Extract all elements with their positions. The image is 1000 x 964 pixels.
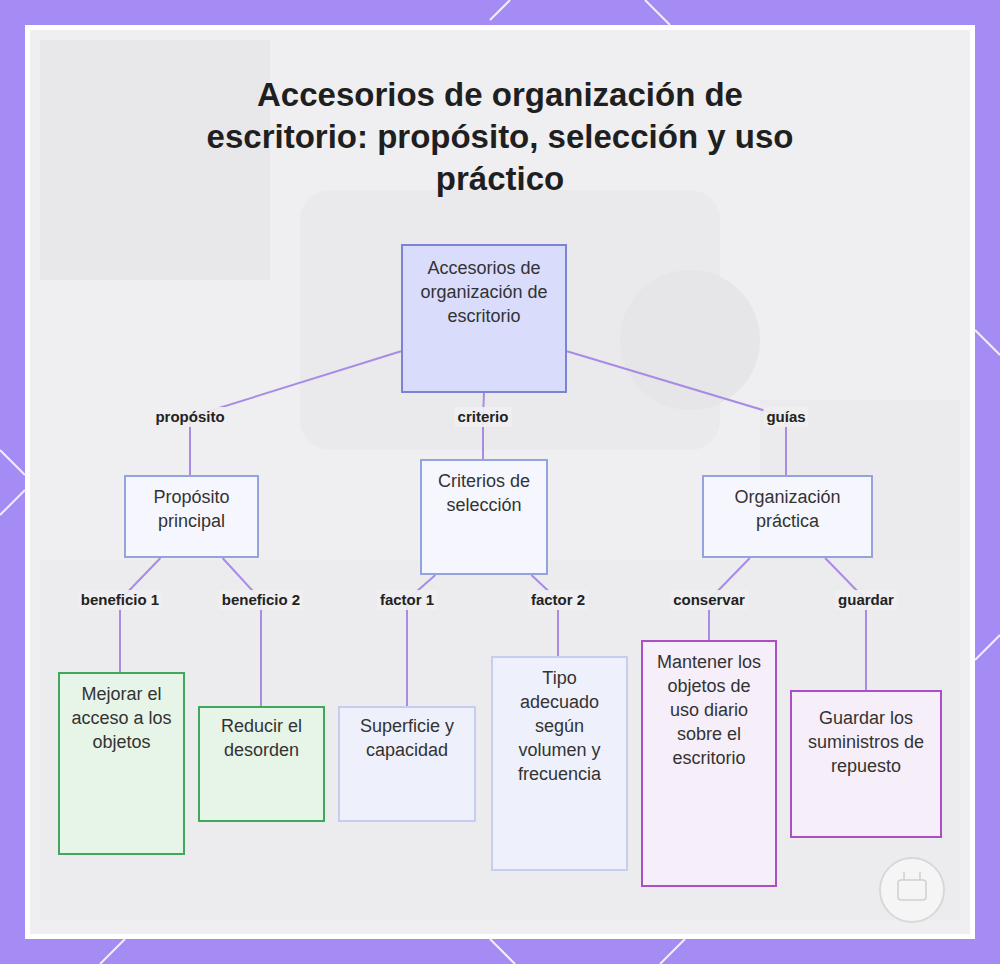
detail-box: Mejorar el acceso a los objetos (58, 672, 185, 855)
detail-box: Tipo adecuado según volumen y frecuencia (491, 656, 628, 871)
node-text: Reducir el desorden (208, 714, 315, 762)
panel-border (25, 25, 975, 939)
node-text: Accesorios de organización de escritorio (415, 256, 553, 328)
node-text: Criterios de selección (432, 469, 536, 517)
root-box: Accesorios de organización de escritorio (401, 244, 567, 393)
title-text: Accesorios de organización de escritorio… (207, 76, 794, 197)
node-text: Guardar los suministros de repuesto (804, 706, 928, 778)
node-text: Mantener los objetos de uso diario sobre… (655, 650, 763, 770)
edge-label: factor 2 (528, 590, 588, 610)
blurred-photo (40, 40, 960, 920)
connector-line (120, 558, 160, 672)
detail-box: Superficie y capacidad (338, 706, 476, 822)
logo-badge (880, 858, 944, 922)
edge-label: beneficio 2 (219, 590, 303, 610)
edge-label: propósito (152, 407, 227, 427)
connector-line (567, 351, 786, 475)
connector-line (825, 558, 866, 690)
category-box: Organización práctica (702, 475, 873, 558)
logo-icon (898, 872, 926, 900)
edge-label: factor 1 (377, 590, 437, 610)
panel-ground (30, 30, 970, 934)
detail-box: Guardar los suministros de repuesto (790, 690, 942, 838)
node-text: Organización práctica (714, 485, 861, 533)
node-text: Propósito principal (136, 485, 247, 533)
category-box: Criterios de selección (420, 459, 548, 575)
node-text: Mejorar el acceso a los objetos (70, 682, 173, 754)
connector-line (531, 575, 558, 656)
node-text: Tipo adecuado según volumen y frecuencia (503, 666, 616, 786)
detail-box: Mantener los objetos de uso diario sobre… (641, 640, 777, 887)
edge-label: conservar (670, 590, 748, 610)
category-box: Propósito principal (124, 475, 259, 558)
detail-box: Reducir el desorden (198, 706, 325, 822)
edge-label: criterio (455, 407, 512, 427)
edge-label: guardar (835, 590, 897, 610)
edge-label: beneficio 1 (78, 590, 162, 610)
connector-line (223, 558, 261, 706)
edge-label: guías (763, 407, 808, 427)
node-text: Superficie y capacidad (354, 714, 460, 762)
diagram-title: Accesorios de organización de escritorio… (200, 74, 800, 200)
